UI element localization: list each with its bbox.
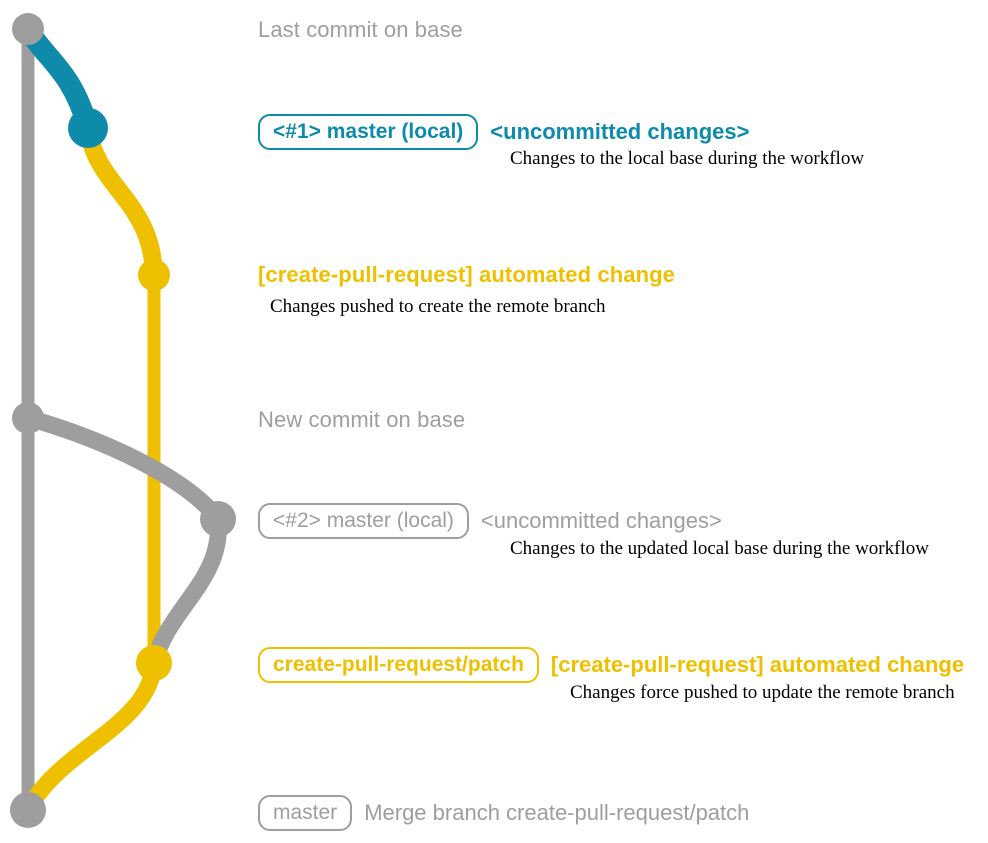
branch-pill-local-1[interactable]: <#1> master (local) <box>258 114 479 150</box>
commit-description-local-1: Changes to the local base during the wor… <box>510 148 865 169</box>
branch-pill-local-2[interactable]: <#2> master (local) <box>258 503 469 539</box>
commit-row-base-last: Last commit on base <box>258 17 463 43</box>
local-branch-line-2 <box>19 409 227 528</box>
commit-row-remote-update: create-pull-request/patch [create-pull-r… <box>258 647 964 683</box>
commit-subject-merge: Merge branch create-pull-request/patch <box>364 800 750 825</box>
commit-description-remote-create: Changes pushed to create the remote bran… <box>270 296 606 317</box>
commit-heading-base-last: Last commit on base <box>258 17 463 42</box>
commit-subject-local-1: <uncommitted changes> <box>490 119 750 144</box>
commit-heading-remote-create: [create-pull-request] automated change <box>258 262 675 287</box>
commit-heading-base-new: New commit on base <box>258 407 466 432</box>
commit-node-local-2[interactable] <box>200 501 236 537</box>
branch-pill-remote-update[interactable]: create-pull-request/patch <box>258 647 539 683</box>
commit-node-local-1[interactable] <box>68 108 108 148</box>
commit-description-remote-update: Changes force pushed to update the remot… <box>570 682 955 703</box>
commit-row-local-1: <#1> master (local) <uncommitted changes… <box>258 114 749 150</box>
commit-row-local-2: <#2> master (local) <uncommitted changes… <box>258 503 722 539</box>
commit-node-remote-update[interactable] <box>136 645 172 681</box>
commit-node-remote-create[interactable] <box>138 259 170 291</box>
commit-node-base-new[interactable] <box>12 402 44 434</box>
commit-row-remote-create: [create-pull-request] automated change <box>258 262 675 288</box>
branch-pill-master[interactable]: master <box>258 795 353 831</box>
commit-node-merge[interactable] <box>10 792 46 828</box>
commit-graph <box>10 13 236 828</box>
commit-row-merge: master Merge branch create-pull-request/… <box>258 795 749 831</box>
commit-description-local-2: Changes to the updated local base during… <box>510 538 929 559</box>
commit-subject-local-2: <uncommitted changes> <box>480 508 722 533</box>
remote-branch-line-1 <box>79 119 163 284</box>
local-to-remote-line <box>145 510 227 672</box>
commit-row-base-new: New commit on base <box>258 407 465 433</box>
commit-node-base-last[interactable] <box>12 13 44 45</box>
merge-line <box>19 654 163 819</box>
commit-subject-remote-update: [create-pull-request] automated change <box>550 652 965 677</box>
